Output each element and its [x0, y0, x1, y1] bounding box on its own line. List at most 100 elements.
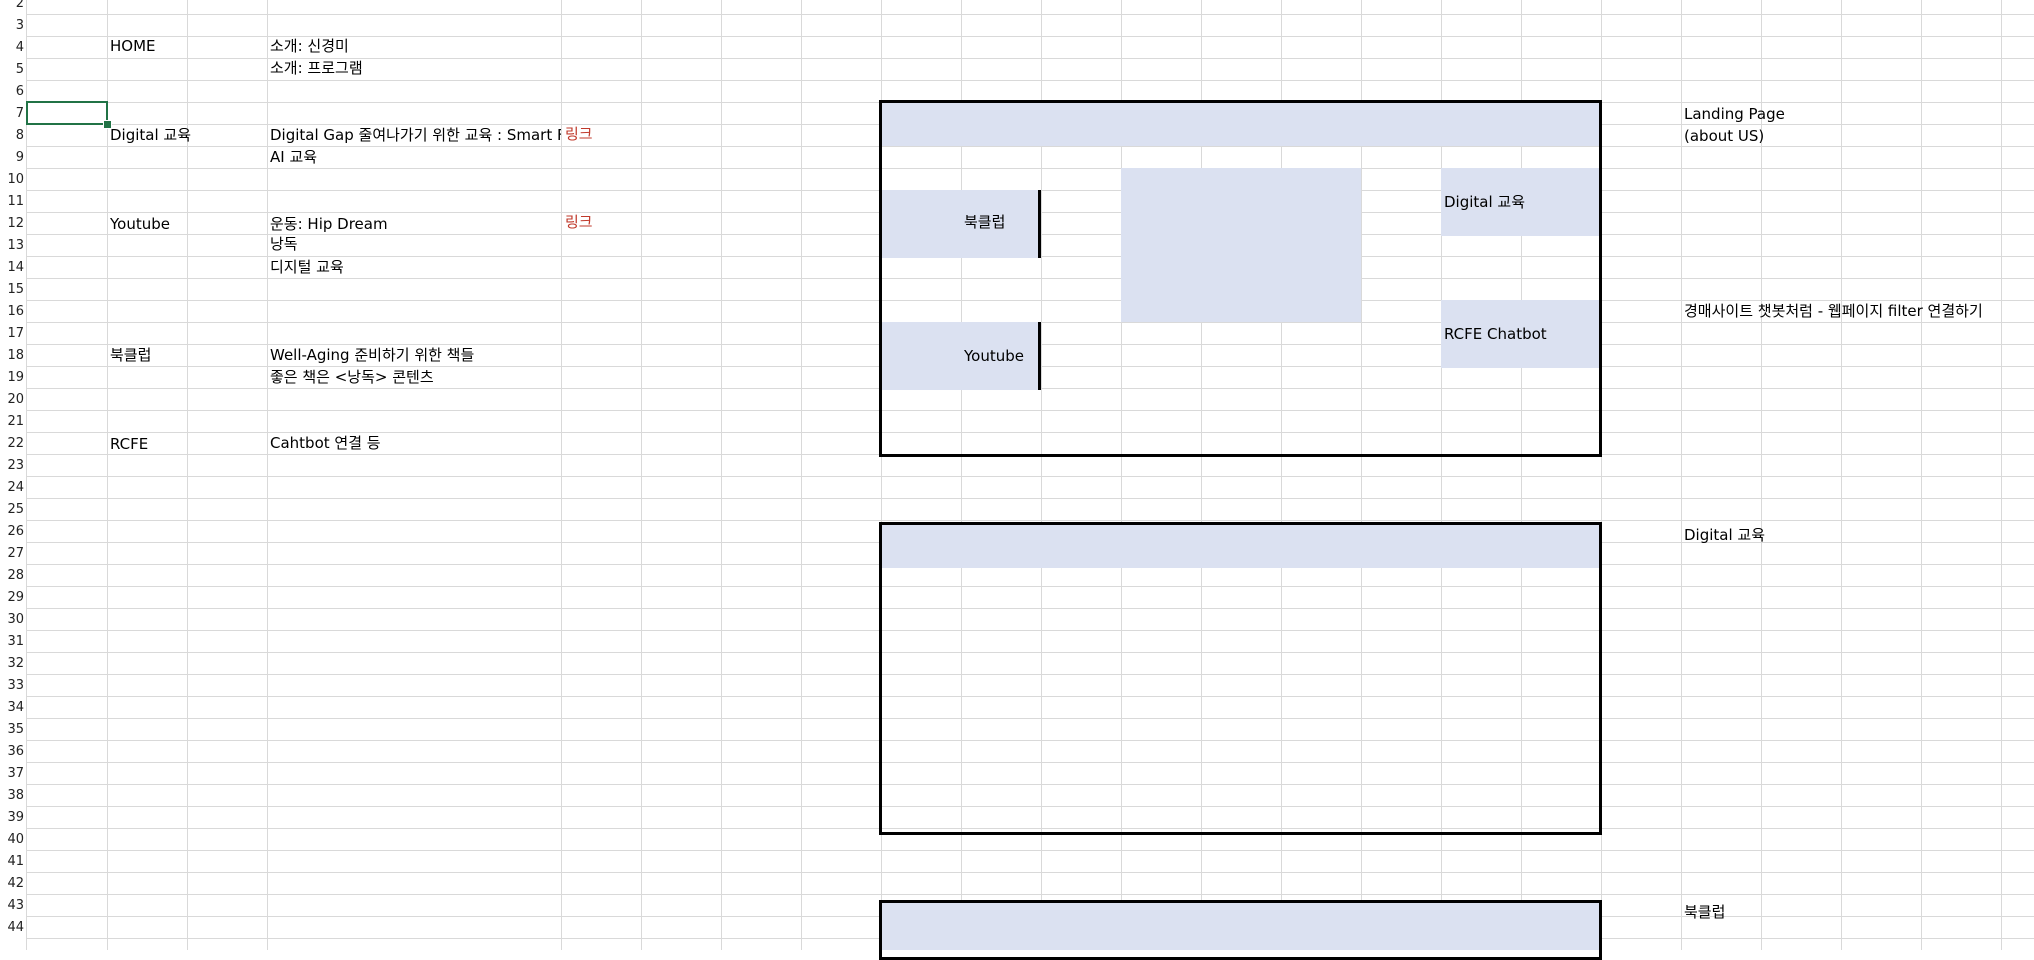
row-number[interactable]: 5 — [15, 62, 24, 77]
row-number[interactable]: 27 — [7, 546, 24, 561]
gridline — [0, 740, 2034, 741]
row-number[interactable]: 8 — [15, 128, 24, 143]
row-number[interactable]: 28 — [7, 568, 24, 583]
note-about-us[interactable]: (about US) — [1684, 127, 1765, 145]
mockup-center-block — [1121, 168, 1361, 322]
row-number[interactable]: 40 — [7, 832, 24, 847]
row-number[interactable]: 12 — [7, 216, 24, 231]
gridline — [1281, 0, 1282, 950]
row-number[interactable]: 10 — [7, 172, 24, 187]
gridline — [0, 630, 2034, 631]
gridline — [0, 894, 2034, 895]
gridline — [0, 806, 2034, 807]
row-number[interactable]: 33 — [7, 678, 24, 693]
row-number[interactable]: 32 — [7, 656, 24, 671]
row-number[interactable]: 6 — [15, 84, 24, 99]
gridline — [0, 784, 2034, 785]
row-number[interactable]: 36 — [7, 744, 24, 759]
note-landing-page[interactable]: Landing Page — [1684, 105, 1785, 123]
row-number[interactable]: 39 — [7, 810, 24, 825]
cell-intro-name[interactable]: 소개: 신경미 — [270, 37, 349, 55]
cell-digital-education-kr[interactable]: 디지털 교육 — [270, 258, 344, 276]
row-number[interactable]: 30 — [7, 612, 24, 627]
gridline — [0, 586, 2034, 587]
row-number[interactable]: 7 — [15, 106, 24, 121]
row-number[interactable]: 14 — [7, 260, 24, 275]
active-cell[interactable] — [26, 101, 108, 125]
mockup-rcfe-block — [1441, 300, 1600, 368]
row-number[interactable]: 11 — [7, 194, 24, 209]
cell-good-books[interactable]: 좋은 책은 <낭독> 콘텐츠 — [270, 368, 434, 386]
row-number[interactable]: 13 — [7, 238, 24, 253]
gridline — [1121, 0, 1122, 950]
cell-chatbot[interactable]: Cahtbot 연결 등 — [270, 434, 381, 452]
note-digital-education[interactable]: Digital 교육 — [1684, 526, 1766, 544]
row-number[interactable]: 31 — [7, 634, 24, 649]
cell-intro-program[interactable]: 소개: 프로그램 — [270, 59, 363, 77]
cell-youtube[interactable]: Youtube — [110, 215, 170, 233]
row-number[interactable]: 26 — [7, 524, 24, 539]
cell-rcfe[interactable]: RCFE — [110, 435, 149, 453]
row-number[interactable]: 15 — [7, 282, 24, 297]
cell-link[interactable]: 링크 — [565, 213, 593, 231]
note-bookclub[interactable]: 북클럽 — [1684, 903, 1726, 921]
row-number[interactable]: 35 — [7, 722, 24, 737]
row-header-column — [0, 0, 27, 950]
gridline — [881, 0, 882, 950]
row-number[interactable]: 17 — [7, 326, 24, 341]
row-number[interactable]: 9 — [15, 150, 24, 165]
cell-digital-gap[interactable]: Digital Gap 줄여나가기 위한 교육 : Smart F — [270, 126, 561, 144]
gridline — [561, 0, 562, 950]
gridline — [0, 146, 2034, 147]
row-number[interactable]: 20 — [7, 392, 24, 407]
cell-reading[interactable]: 낭독 — [270, 235, 298, 253]
cell-well-aging[interactable]: Well-Aging 준비하기 위한 책들 — [270, 346, 475, 364]
row-number[interactable]: 25 — [7, 502, 24, 517]
row-number[interactable]: 42 — [7, 876, 24, 891]
row-number[interactable]: 18 — [7, 348, 24, 363]
row-number[interactable]: 29 — [7, 590, 24, 605]
row-number[interactable]: 16 — [7, 304, 24, 319]
gridline — [1041, 0, 1042, 950]
gridline — [1361, 0, 1362, 950]
row-number[interactable]: 43 — [7, 898, 24, 913]
row-number[interactable]: 24 — [7, 480, 24, 495]
row-number[interactable]: 23 — [7, 458, 24, 473]
row-number[interactable]: 41 — [7, 854, 24, 869]
gridline — [1201, 0, 1202, 950]
row-number[interactable]: 4 — [15, 40, 24, 55]
row-number[interactable]: 37 — [7, 766, 24, 781]
row-number[interactable]: 21 — [7, 414, 24, 429]
cell-bookclub[interactable]: 북클럽 — [110, 346, 152, 364]
cell-home[interactable]: HOME — [110, 37, 156, 55]
gridline — [187, 0, 188, 950]
gridline — [721, 0, 722, 950]
cell-exercise[interactable]: 운동: Hip Dream — [270, 215, 388, 233]
cell-ai-education[interactable]: AI 교육 — [270, 148, 318, 166]
mockup-header-fill — [881, 902, 1600, 950]
row-number[interactable]: 19 — [7, 370, 24, 385]
row-number[interactable]: 44 — [7, 920, 24, 935]
gridline — [267, 0, 268, 950]
row-number[interactable]: 3 — [15, 18, 24, 33]
row-number[interactable]: 22 — [7, 436, 24, 451]
gridline — [0, 674, 2034, 675]
gridline — [1761, 0, 1762, 950]
row-number[interactable]: 34 — [7, 700, 24, 715]
row-number[interactable]: 38 — [7, 788, 24, 803]
gridline — [641, 0, 642, 950]
gridline — [1681, 0, 1682, 950]
cell-digital-education[interactable]: Digital 교육 — [110, 126, 192, 144]
gridline — [0, 476, 2034, 477]
gridline — [0, 168, 2034, 169]
cell-link[interactable]: 링크 — [565, 125, 593, 143]
landing-page-mockup — [879, 100, 1602, 457]
fill-handle[interactable] — [103, 120, 112, 129]
mockup-youtube-block — [881, 322, 1040, 390]
gridline — [0, 718, 2034, 719]
mockup-digital-label: Digital 교육 — [1444, 193, 1526, 211]
gridline — [0, 14, 2034, 15]
note-chatbot[interactable]: 경매사이트 챗봇처럼 - 웹페이지 filter 연결하기 — [1684, 302, 1983, 320]
row-number[interactable]: 2 — [15, 0, 24, 11]
